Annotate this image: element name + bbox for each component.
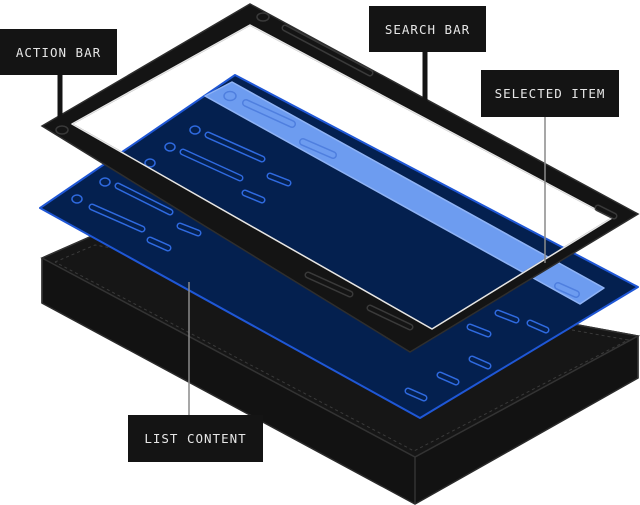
leader-lines	[57, 52, 546, 415]
list-rows-left	[71, 125, 292, 252]
list-content-layer	[39, 74, 639, 419]
frame-layer	[40, 3, 640, 353]
callout-search-bar: SEARCH BAR	[369, 6, 486, 52]
action-bar-details	[55, 125, 414, 331]
callout-list-content: LIST CONTENT	[128, 415, 263, 462]
search-bar-details	[256, 12, 618, 220]
selected-item-bar	[204, 81, 605, 305]
callout-action-bar: ACTION BAR	[0, 29, 117, 75]
callout-selected-item: SELECTED ITEM	[481, 70, 619, 117]
list-rows-right	[404, 309, 550, 402]
